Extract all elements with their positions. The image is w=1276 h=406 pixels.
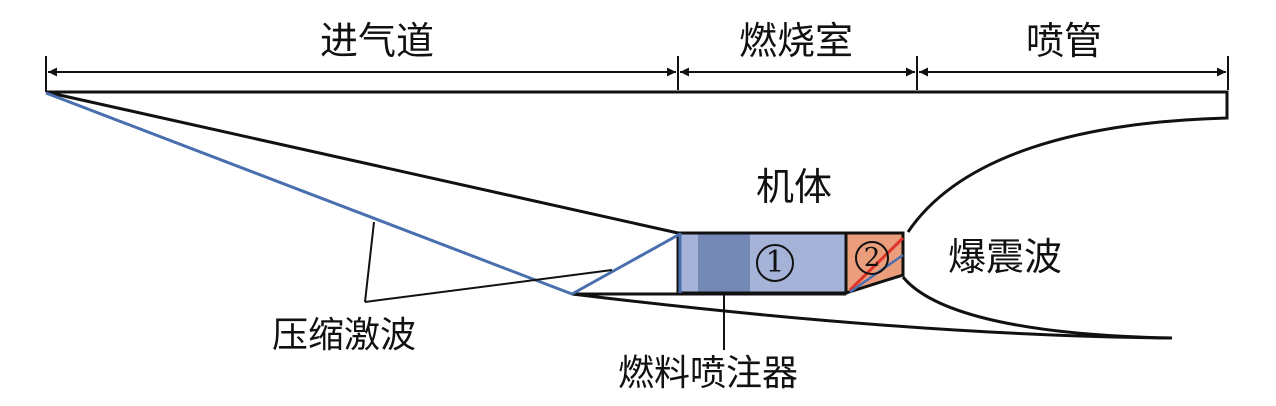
leader-shock-2 (364, 269, 613, 303)
label-compression-shock: 压缩激波 (272, 315, 417, 356)
vehicle-upper-outline (46, 90, 1229, 233)
zone-1-marker: 1 (756, 244, 794, 282)
label-fuel-injector: 燃料喷注器 (618, 353, 799, 394)
label-inlet: 进气道 (320, 19, 435, 63)
cowl-lower-surface (571, 292, 1173, 340)
leader-shock-1 (364, 221, 375, 303)
inlet-ramp (45, 90, 679, 235)
label-combustor: 燃烧室 (739, 19, 854, 63)
compression-shock-reflected (571, 232, 681, 296)
label-body: 机体 (756, 165, 833, 209)
label-nozzle: 喷管 (1026, 19, 1103, 63)
zone-2-marker: 2 (855, 241, 889, 275)
compression-shock-forebody (45, 91, 573, 296)
label-detonation-wave: 爆震波 (948, 235, 1063, 279)
fuel-injector-band (698, 233, 750, 293)
